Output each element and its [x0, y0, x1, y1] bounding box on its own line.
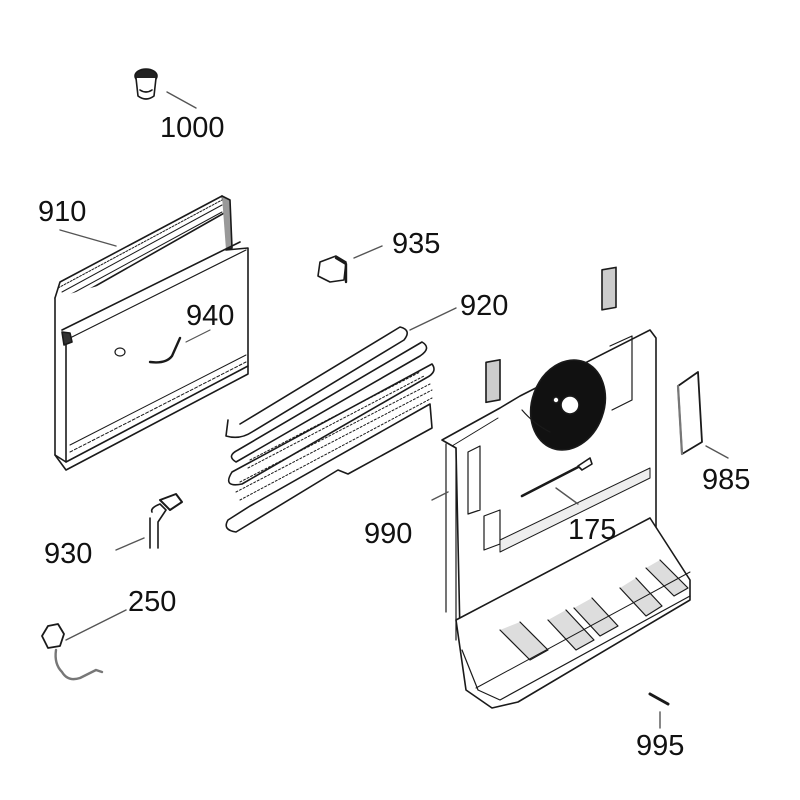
label-935: 935	[392, 228, 441, 260]
part-910-cover-panel	[54, 195, 249, 471]
label-250: 250	[128, 586, 177, 618]
label-910: 910	[38, 196, 87, 228]
part-930-drain	[115, 493, 183, 551]
label-985: 985	[702, 464, 751, 496]
label-995: 995	[636, 730, 685, 762]
part-250-heater-wire	[41, 609, 127, 681]
part-940-tube	[148, 329, 211, 364]
part-985-plate	[676, 371, 729, 459]
label-175: 175	[568, 514, 617, 546]
part-175-rod	[520, 457, 593, 505]
part-935-clip	[317, 245, 383, 284]
part-990-rear-panel	[431, 266, 691, 709]
label-930: 930	[44, 538, 93, 570]
part-920-coil	[225, 307, 457, 533]
part-995-screw	[648, 692, 670, 729]
label-990: 990	[364, 518, 413, 550]
label-1000: 1000	[160, 112, 225, 144]
part-1000-knob	[134, 68, 197, 109]
label-940: 940	[186, 300, 235, 332]
label-920: 920	[460, 290, 509, 322]
